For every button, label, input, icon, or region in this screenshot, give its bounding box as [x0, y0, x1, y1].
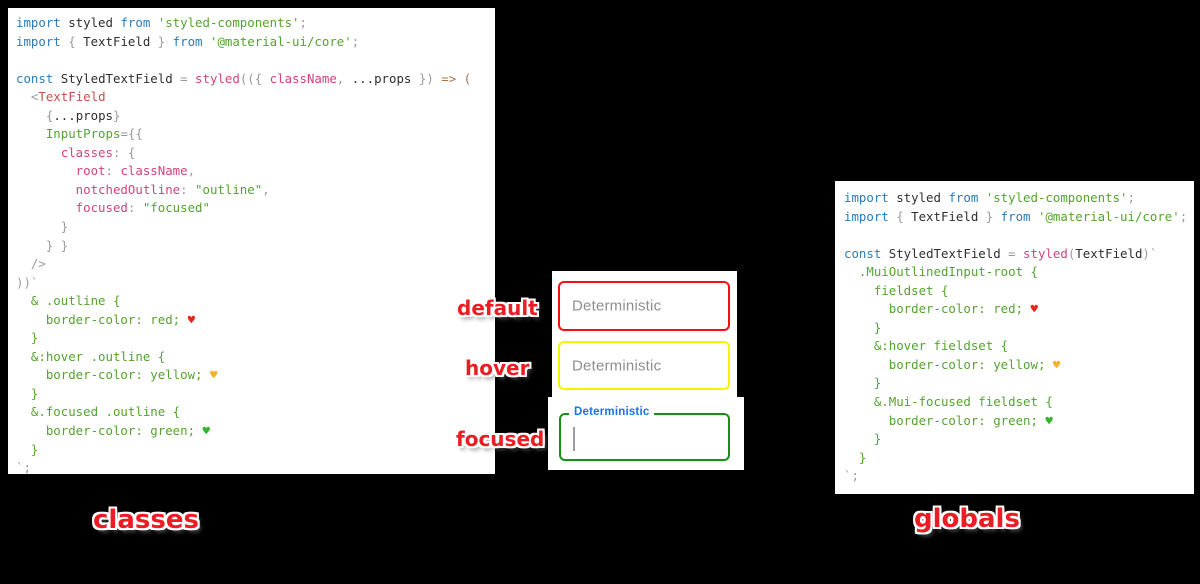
heart-yellow-heart-icon: ♥: [209, 367, 218, 383]
code-line: import styled from 'styled-components';: [16, 15, 307, 30]
textfield-focused-state[interactable]: Deterministic: [559, 406, 730, 461]
code-block-classes: import styled from 'styled-components'; i…: [8, 8, 495, 475]
code-line: & .outline {: [16, 293, 121, 309]
code-line: classes: {: [16, 144, 136, 160]
textfield-placeholder: Deterministic: [572, 357, 662, 374]
code-line: ))`: [16, 274, 39, 290]
code-line: import styled from 'styled-components';: [844, 190, 1135, 205]
code-line: .MuiOutlinedInput-root {: [844, 264, 1038, 280]
textfield-focused-panel: Deterministic: [548, 397, 744, 470]
code-line: root: className,: [16, 163, 196, 179]
code-line: border-color: red; ♥: [844, 301, 1038, 317]
textfield-placeholder: Deterministic: [572, 297, 662, 315]
code-line: focused: "focused": [16, 200, 210, 216]
code-line: border-color: red; ♥: [16, 311, 196, 327]
code-line: {...props}: [16, 107, 121, 123]
code-line: border-color: yellow; ♥: [16, 367, 218, 383]
code-line: `;: [16, 460, 31, 476]
code-line: }: [844, 449, 867, 465]
code-line: />: [16, 256, 46, 272]
code-line: }: [844, 375, 882, 391]
textfield-hover-state[interactable]: Deterministic: [558, 341, 730, 390]
code-line: &:hover .outline {: [16, 348, 166, 364]
code-block-globals: import styled from 'styled-components'; i…: [835, 181, 1194, 494]
code-line: import { TextField } from '@material-ui/…: [844, 208, 1188, 224]
code-line: border-color: green; ♥: [16, 423, 210, 439]
code-line: fieldset {: [844, 282, 949, 298]
code-line: &.focused .outline {: [16, 404, 181, 420]
heart-yellow-heart-icon: ♥: [1052, 356, 1061, 372]
code-line: const StyledTextField = styled(TextField…: [844, 245, 1158, 261]
code-line: notchedOutline: "outline",: [16, 181, 270, 197]
label-globals-approach: globals: [914, 504, 1020, 534]
textfield-default-state[interactable]: Deterministic: [558, 281, 730, 331]
textfield-floating-label: Deterministic: [569, 406, 655, 418]
code-line: import { TextField } from '@material-ui/…: [16, 33, 360, 49]
heart-green-heart-icon: ♥: [202, 423, 210, 439]
label-focused-state: focused: [456, 427, 545, 451]
code-line: }: [16, 385, 39, 401]
code-line: }: [844, 431, 882, 447]
label-default-state: default: [457, 296, 538, 320]
code-line: &.Mui-focused fieldset {: [844, 394, 1053, 410]
code-line: }: [844, 319, 882, 335]
code-line: border-color: green; ♥: [844, 412, 1053, 428]
label-classes-approach: classes: [93, 505, 199, 535]
code-line: [844, 226, 1194, 245]
code-line: [16, 51, 495, 70]
heart-red-heart-icon: ♥: [1030, 301, 1038, 317]
code-line: <TextField: [16, 89, 106, 105]
code-line: }: [16, 219, 69, 235]
code-line: }: [16, 441, 39, 457]
code-line: `;: [844, 468, 859, 484]
code-line: const StyledTextField = styled(({ classN…: [16, 70, 472, 86]
label-hover-state: hover: [465, 356, 530, 380]
heart-green-heart-icon: ♥: [1045, 412, 1053, 428]
code-line: }: [16, 330, 39, 346]
code-line: InputProps={{: [16, 126, 143, 142]
heart-red-heart-icon: ♥: [187, 311, 196, 327]
code-line: &:hover fieldset {: [844, 338, 1009, 354]
code-line: } }: [16, 237, 69, 253]
code-line: border-color: yellow; ♥: [844, 356, 1061, 372]
text-cursor: [573, 427, 575, 451]
